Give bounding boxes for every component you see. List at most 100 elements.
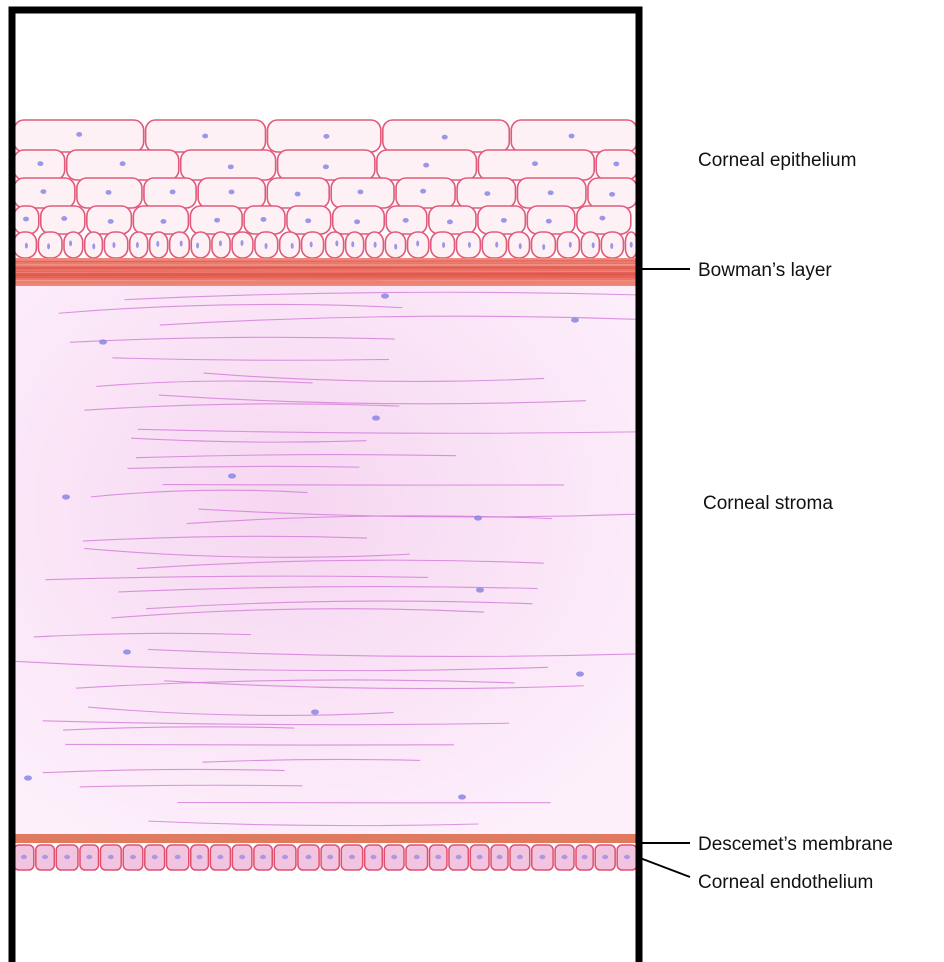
epithelial-nucleus [240,240,243,246]
epithelial-nucleus [25,243,28,249]
stroma-fiber [65,744,454,745]
corneal-stroma-band [12,286,639,834]
epithelial-nucleus [532,161,538,166]
epithelial-cell [170,232,190,258]
label-bowmans-layer: Bowman’s layer [698,260,832,281]
label-corneal-stroma: Corneal stroma [703,493,833,514]
epithelial-nucleus [394,244,397,250]
corneal-endothelium-leader-line [640,858,690,877]
epithelial-nucleus [357,189,363,194]
epithelial-nucleus [501,218,507,223]
endothelial-nucleus [370,855,376,859]
epithelial-nucleus [265,243,268,249]
epithelial-nucleus [546,219,552,224]
keratocyte-nucleus [571,317,579,322]
keratocyte-nucleus [576,671,584,676]
endothelial-nucleus [217,855,223,859]
endothelial-nucleus [414,855,420,859]
keratocyte-nucleus [123,649,131,654]
epithelial-nucleus [291,243,294,249]
epithelial-nucleus [37,161,43,166]
epithelial-nucleus [160,219,166,224]
keratocyte-nucleus [99,339,107,344]
endothelial-nucleus [391,855,397,859]
endothelial-nucleus [349,855,355,859]
endothelial-nucleus [539,855,545,859]
endothelial-nucleus [175,855,181,859]
epithelial-nucleus [592,242,595,248]
label-descemets-membrane: Descemet’s membrane [698,834,893,855]
epithelial-nucleus [542,244,545,250]
epithelial-cell [181,150,276,180]
epithelial-nucleus [305,218,311,223]
epithelial-nucleus [468,242,471,248]
corneal-endothelium [14,845,637,870]
endothelial-nucleus [239,855,245,859]
epithelial-nucleus [69,240,72,246]
epithelial-cell [133,206,188,234]
epithelial-nucleus [354,219,360,224]
epithelial-cell [191,232,210,258]
epithelial-nucleus [610,243,613,249]
epithelial-nucleus [108,219,114,224]
label-corneal-endothelium: Corneal endothelium [698,872,873,893]
endothelial-nucleus [582,855,588,859]
keratocyte-nucleus [24,775,32,780]
epithelial-nucleus [170,190,176,195]
epithelial-nucleus [112,242,115,248]
epithelial-nucleus [219,240,222,246]
endothelial-nucleus [282,855,288,859]
epithelial-nucleus [613,162,619,167]
epithelial-cell [38,232,62,258]
epithelial-nucleus [136,242,139,248]
epithelial-nucleus [196,242,199,248]
epithelial-nucleus [569,134,575,139]
epithelial-cell [280,232,300,258]
epithelial-nucleus [323,164,329,169]
endothelial-nucleus [42,855,48,859]
epithelial-nucleus [295,192,301,197]
epithelial-nucleus [403,218,409,223]
epithelial-nucleus [423,163,429,168]
epithelial-nucleus [630,242,633,248]
endothelial-nucleus [477,855,483,859]
epithelial-nucleus [214,218,220,223]
endothelial-nucleus [86,855,92,859]
endothelial-nucleus [260,855,266,859]
endothelial-nucleus [456,855,462,859]
endothelial-nucleus [497,855,503,859]
epithelial-cell [104,232,127,258]
keratocyte-nucleus [476,587,484,592]
endothelial-nucleus [306,855,312,859]
epithelial-nucleus [447,220,453,225]
epithelial-nucleus [442,242,445,248]
epithelial-cell [396,178,455,208]
epithelial-nucleus [351,241,354,247]
epithelial-cell [326,232,344,258]
epithelial-cell [346,232,364,258]
epithelial-nucleus [92,243,95,249]
endothelial-nucleus [602,855,608,859]
epithelial-nucleus [228,164,234,169]
keratocyte-nucleus [311,709,319,714]
endothelial-nucleus [197,855,203,859]
endothelial-nucleus [152,855,158,859]
epithelial-nucleus [202,134,208,139]
epithelial-nucleus [484,191,490,196]
epithelial-cell [64,232,83,258]
epithelial-nucleus [599,216,605,221]
epithelial-nucleus [374,242,377,248]
epithelial-nucleus [323,134,329,139]
keratocyte-nucleus [458,794,466,799]
epithelial-nucleus [180,241,183,247]
label-corneal-epithelium: Corneal epithelium [698,150,856,171]
bowman-fiber-streak [14,275,637,276]
epithelial-nucleus [156,241,159,247]
endothelial-nucleus [64,855,70,859]
keratocyte-nucleus [381,293,389,298]
endothelial-nucleus [108,855,114,859]
endothelial-nucleus [130,855,136,859]
stroma-fiber [163,485,564,486]
epithelial-nucleus [548,190,554,195]
